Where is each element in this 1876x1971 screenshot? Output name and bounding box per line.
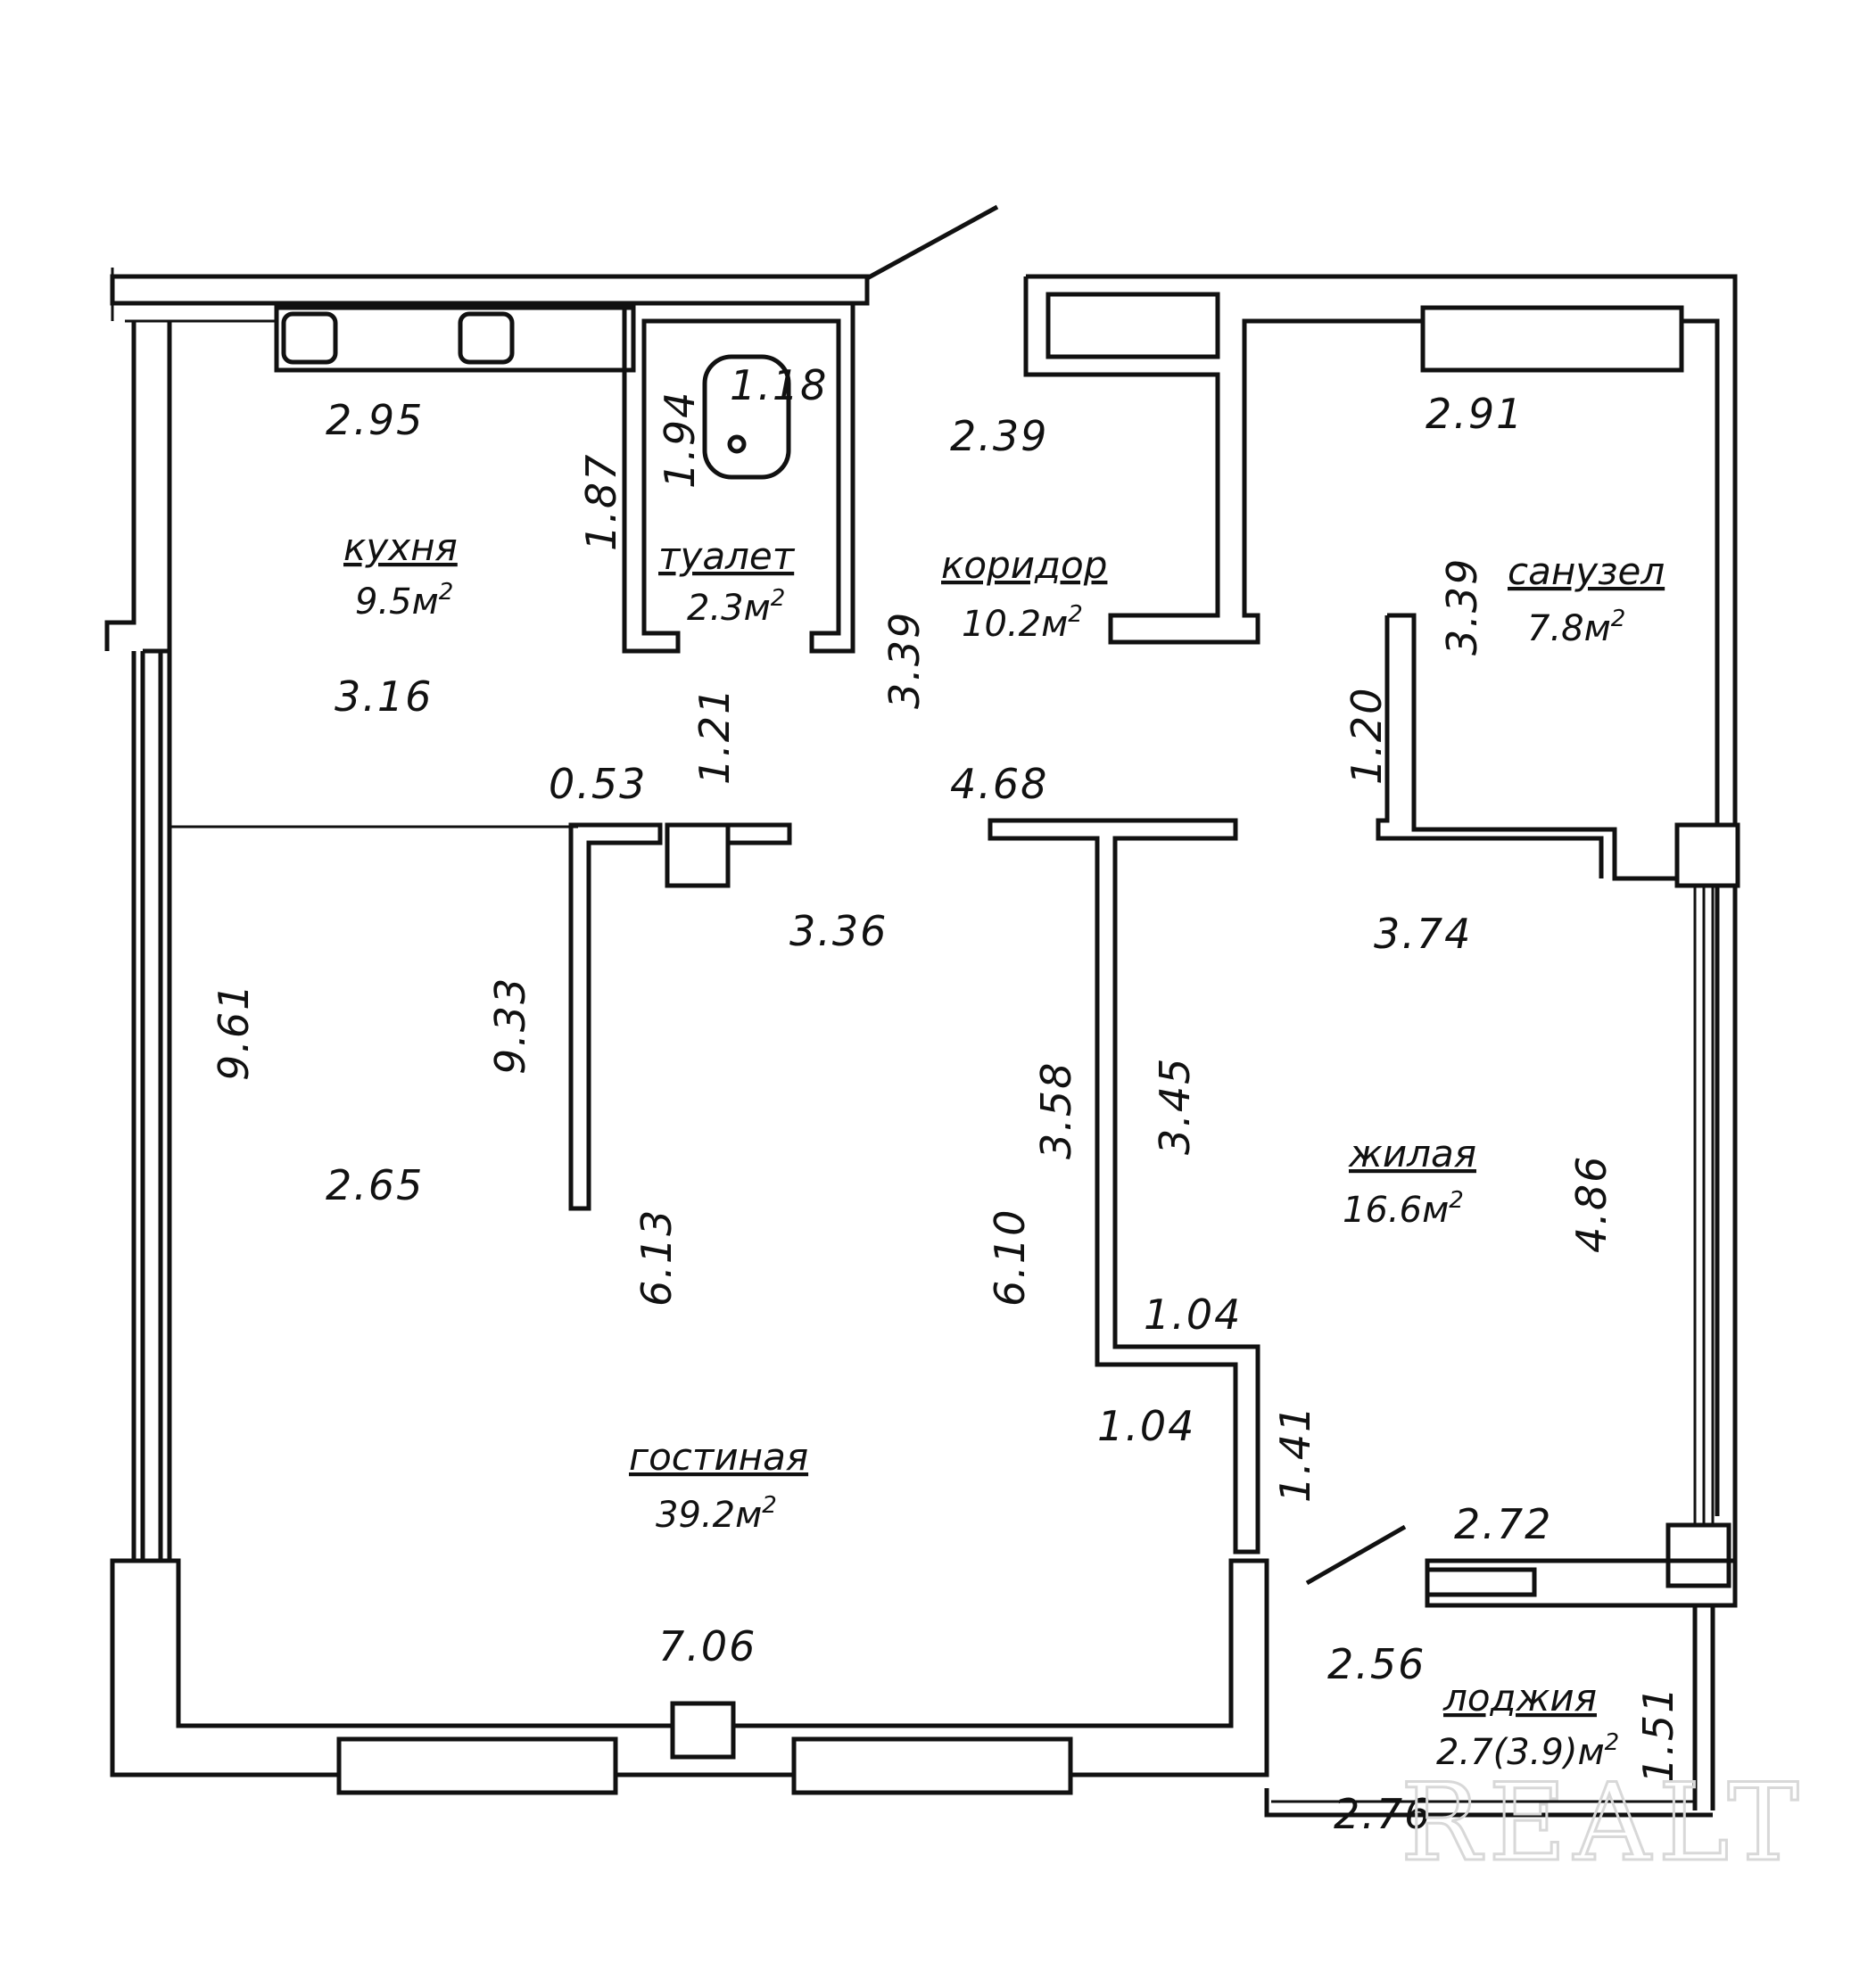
dim-label: 6.10 [986,1208,1034,1307]
partition-left [568,822,663,1211]
dim-label: 3.39 [1438,557,1486,656]
room-area-bedroom: 16.6м2 [1343,1187,1464,1231]
dim-label: 3.58 [1032,1061,1080,1159]
room-name-corridor: коридор [941,543,1107,587]
entrance-door [865,204,999,281]
dim-label: 1.21 [690,687,739,785]
right-top-closet [1045,292,1220,359]
dim-label: 4.86 [1567,1155,1616,1253]
room-name-living: гостиная [629,1435,808,1479]
bathtub [702,354,791,480]
dim-label: 2.39 [950,412,1048,460]
drain-icon [727,434,747,454]
dim-label: 3.39 [880,611,929,709]
partition-stub [728,822,792,845]
stove-burner-2 [458,311,515,365]
room-area-bathroom: 7.8м2 [1527,606,1625,649]
dim-label: 4.68 [950,760,1048,808]
dim-label: 2.56 [1327,1640,1426,1688]
dim-label: 1.18 [730,361,828,409]
column-mid [665,822,731,888]
dim-label: 1.04 [1144,1291,1242,1339]
room-area-kitchen: 9.5м2 [355,579,453,623]
dim-label: 1.04 [1097,1402,1195,1450]
loggia-walls [1264,1558,1738,1818]
bathroom-counter [1420,305,1684,373]
dim-label: 3.36 [789,907,888,955]
dim-label: 3.45 [1151,1057,1199,1155]
dim-label: 2.72 [1454,1500,1552,1548]
room-name-bathroom: санузел [1508,549,1665,593]
dim-label: 1.51 [1634,1686,1682,1784]
left-outer-wall [104,321,172,654]
room-area-corridor: 10.2м2 [962,601,1083,645]
room-area-toilet: 2.3м2 [687,585,785,629]
column-bottom [670,1701,736,1760]
room-area-loggia: 2.7(3.9)м2 [1436,1729,1619,1773]
dim-label: 1.94 [656,391,704,489]
top-left-wall [110,274,870,306]
walls [104,204,1740,1818]
stove-burner-1 [281,311,338,365]
balcony-door [1305,1524,1407,1586]
column-lower-right [1665,1522,1731,1588]
right-window [1693,887,1715,1525]
room-name-toilet: туалет [658,534,796,578]
dim-label: 2.76 [1334,1790,1432,1838]
dim-label: 1.87 [577,453,625,551]
dim-label: 1.41 [1271,1405,1319,1503]
window-bottom-right [791,1736,1073,1795]
room-name-bedroom: жилая [1348,1132,1476,1175]
window-bottom-left [336,1736,618,1795]
room-area-living: 39.2м2 [656,1492,777,1536]
toilet-walls [622,303,855,654]
dim-label: 6.13 [632,1208,681,1307]
dim-label: 3.74 [1374,910,1472,958]
column-right [1674,822,1740,888]
dim-label: 2.95 [326,396,424,444]
room-labels: кухня 9.5м2 туалет 2.3м2 коридор 10.2м2 … [343,525,1665,1773]
dim-label: 9.61 [210,983,258,1081]
dim-label: 0.53 [549,760,647,808]
room-name-kitchen: кухня [343,525,458,569]
living-bedroom-partition [988,818,1260,1555]
dim-label: 3.16 [335,672,433,721]
dim-label: 7.06 [658,1622,756,1670]
watermark: REALT [1401,1761,1806,1885]
room-name-loggia: лоджия [1442,1676,1597,1719]
left-window-wall [131,651,172,1561]
dim-label: 9.33 [486,977,534,1075]
dim-label: 2.65 [326,1161,424,1209]
right-top-walls [1023,274,1738,1588]
dim-label: 2.91 [1426,390,1524,438]
loggia-window [1425,1567,1537,1597]
dimensions: 2.95 1.18 1.94 1.87 2.39 2.91 3.39 3.39 … [210,361,1682,1838]
dim-label: 1.20 [1343,687,1391,785]
